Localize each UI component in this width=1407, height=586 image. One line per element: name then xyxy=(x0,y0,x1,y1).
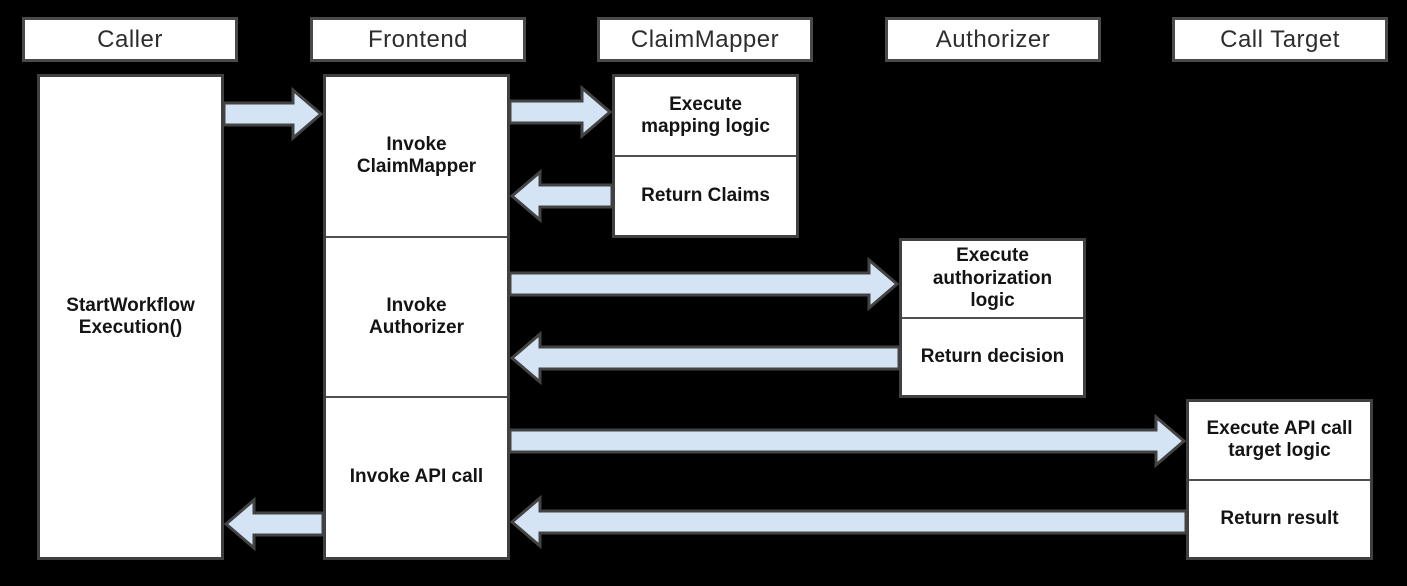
activation-caller: StartWorkflow Execution() xyxy=(37,74,224,560)
arrow-frontend-to-caller xyxy=(223,496,325,552)
section-invoke-claimmapper: Invoke ClaimMapper xyxy=(326,77,507,236)
arrow-frontend-to-authorizer xyxy=(508,256,900,312)
lane-header-frontend: Frontend xyxy=(310,17,526,62)
label-line: Execute xyxy=(956,245,1029,267)
label-line: Invoke API call xyxy=(349,466,484,488)
lane-header-claimmapper: ClaimMapper xyxy=(597,17,813,62)
activation-authorizer: Execute authorization logic Return decis… xyxy=(899,238,1086,398)
arrow-claimmapper-to-frontend xyxy=(509,168,614,224)
activation-call-target: Execute API call target logic Return res… xyxy=(1186,399,1373,560)
label-line: Authorizer xyxy=(369,317,464,338)
label-line: Return Claims xyxy=(641,184,770,206)
label-line: StartWorkflow xyxy=(66,294,195,316)
section-invoke-authorizer: Invoke Authorizer xyxy=(326,235,507,397)
section-return-decision: Return decision xyxy=(902,317,1083,395)
label-line: ClaimMapper xyxy=(356,156,477,178)
section-invoke-api-call: Invoke API call xyxy=(326,396,507,557)
lane-header-caller: Caller xyxy=(22,17,238,62)
label-line: Execute xyxy=(669,93,742,115)
arrow-frontend-to-claimmapper xyxy=(508,84,613,140)
label-line: Invoke xyxy=(386,294,447,316)
label-line: Invoke xyxy=(386,133,447,155)
label-line: authorization xyxy=(932,267,1053,289)
arrow-authorizer-to-frontend xyxy=(509,330,901,386)
label-line: Return decision xyxy=(920,345,1065,367)
label-line: Return result xyxy=(1220,507,1339,529)
label-line: target logic xyxy=(1228,440,1331,462)
activation-claimmapper: Execute mapping logic Return Claims xyxy=(612,74,799,238)
section-return-claims: Return Claims xyxy=(615,155,796,235)
lane-header-call-target: Call Target xyxy=(1172,17,1388,62)
label-line: mapping logic xyxy=(641,116,770,137)
activation-frontend: Invoke ClaimMapper Invoke Authorizer Inv… xyxy=(323,74,510,560)
label-line: Execution() xyxy=(78,317,183,338)
arrow-frontend-to-call-target xyxy=(508,413,1187,469)
section-execute-mapping-logic: Execute mapping logic xyxy=(615,77,796,155)
lane-header-authorizer: Authorizer xyxy=(885,17,1101,62)
arrow-call-target-to-frontend xyxy=(509,494,1188,550)
label-line: Execute API call xyxy=(1206,417,1353,439)
section-return-result: Return result xyxy=(1189,478,1370,558)
label-line: logic xyxy=(970,290,1015,312)
section-execute-authorization-logic: Execute authorization logic xyxy=(902,241,1083,317)
arrow-caller-to-frontend xyxy=(222,86,324,142)
section-execute-api-call-target-logic: Execute API call target logic xyxy=(1189,402,1370,479)
activation-caller-label: StartWorkflow Execution() xyxy=(40,77,221,557)
